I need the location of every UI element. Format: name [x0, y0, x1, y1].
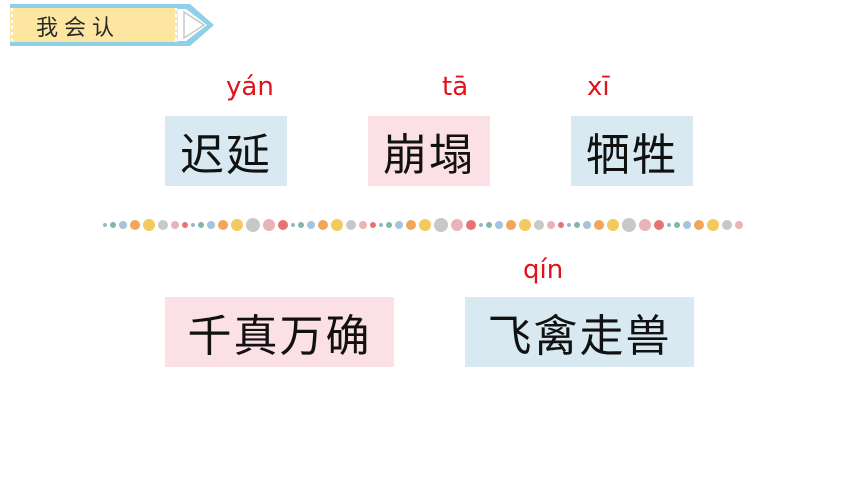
- divider-dot: [722, 220, 732, 230]
- divider-dot: [386, 222, 392, 228]
- divider-dot: [346, 220, 356, 230]
- divider-dot: [735, 221, 743, 229]
- divider-dot: [622, 218, 636, 232]
- pinyin-ta: tā: [442, 72, 469, 102]
- divider-dot: [246, 218, 260, 232]
- word-card-feiqinzoushou: 飞禽走兽: [465, 297, 694, 367]
- divider-dot: [191, 223, 195, 227]
- section-tag: 我会认: [0, 0, 215, 50]
- divider-dot: [395, 221, 403, 229]
- pinyin-xi: xī: [587, 72, 610, 102]
- divider-dot: [298, 222, 304, 228]
- divider-dot: [370, 222, 376, 228]
- divider-dot: [434, 218, 448, 232]
- divider-dot: [218, 220, 228, 230]
- divider-dot: [639, 219, 651, 231]
- divider-dot: [683, 221, 691, 229]
- divider-dot: [103, 223, 107, 227]
- divider-dot: [231, 219, 243, 231]
- divider-dot: [307, 221, 315, 229]
- pinyin-qin: qín: [523, 255, 564, 285]
- divider-dot: [207, 221, 215, 229]
- divider-dot: [291, 223, 295, 227]
- divider-dot: [558, 222, 564, 228]
- divider-dot: [406, 220, 416, 230]
- pinyin-yan: yán: [226, 72, 274, 102]
- divider-dot: [158, 220, 168, 230]
- divider-dot: [263, 219, 275, 231]
- divider-dot: [419, 219, 431, 231]
- divider-dot: [119, 221, 127, 229]
- divider-dot: [182, 222, 188, 228]
- word-card-bengta: 崩塌: [368, 116, 490, 186]
- divider-dot: [674, 222, 680, 228]
- divider-dot: [466, 220, 476, 230]
- divider-dot: [547, 221, 555, 229]
- divider-dot: [379, 223, 383, 227]
- divider-dot: [198, 222, 204, 228]
- dotted-divider: [103, 218, 743, 232]
- divider-dot: [694, 220, 704, 230]
- word-card-xisheng: 牺牲: [571, 116, 693, 186]
- divider-dot: [583, 221, 591, 229]
- divider-dot: [495, 221, 503, 229]
- divider-dot: [506, 220, 516, 230]
- divider-dot: [359, 221, 367, 229]
- tag-banner-shape: [10, 4, 214, 46]
- divider-dot: [143, 219, 155, 231]
- word-card-chiyan: 迟延: [165, 116, 287, 186]
- divider-dot: [486, 222, 492, 228]
- section-title: 我会认: [36, 16, 121, 41]
- divider-dot: [567, 223, 571, 227]
- word-card-qianzhenwanque: 千真万确: [165, 297, 394, 367]
- divider-dot: [171, 221, 179, 229]
- divider-dot: [519, 219, 531, 231]
- divider-dot: [707, 219, 719, 231]
- divider-dot: [594, 220, 604, 230]
- divider-dot: [534, 220, 544, 230]
- divider-dot: [667, 223, 671, 227]
- divider-dot: [278, 220, 288, 230]
- divider-dot: [318, 220, 328, 230]
- divider-dot: [574, 222, 580, 228]
- divider-dot: [130, 220, 140, 230]
- divider-dot: [607, 219, 619, 231]
- divider-dot: [331, 219, 343, 231]
- divider-dot: [654, 220, 664, 230]
- divider-dot: [479, 223, 483, 227]
- divider-dot: [451, 219, 463, 231]
- divider-dot: [110, 222, 116, 228]
